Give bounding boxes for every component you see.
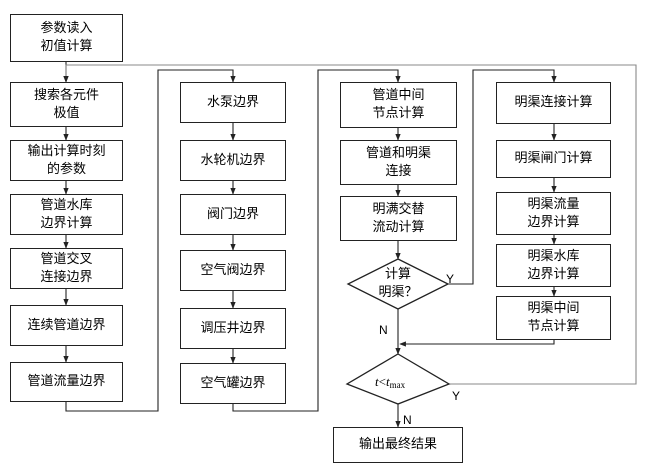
- box-pipe-reservoir: 管道水库边界计算: [10, 194, 123, 235]
- box-text-line: 明渠流量: [527, 196, 580, 212]
- connector-yes-col4: [448, 69, 557, 285]
- box-text-line: 的参数: [46, 161, 86, 177]
- box-text-line: 连接: [385, 163, 412, 179]
- box-text-line: 搜索各元件: [33, 87, 99, 103]
- box-text-line: 边界计算: [527, 266, 580, 282]
- less-than-symbol: <: [378, 374, 386, 389]
- label-no-open-channel: N: [379, 323, 388, 337]
- box-text-line: 空气阀边界: [200, 262, 266, 278]
- box-pump: 水泵边界: [180, 82, 286, 123]
- feedback-loop: [63, 64, 637, 385]
- box-series-pipe: 连续管道边界: [10, 305, 123, 346]
- label-yes-open-channel: Y: [446, 272, 455, 286]
- box-search-extremes: 搜索各元件极值: [10, 82, 123, 127]
- box-text-line: 明渠水库: [527, 248, 580, 264]
- box-text-line: 输出计算时刻: [27, 143, 106, 159]
- decision-text-line: 计算: [384, 267, 411, 282]
- box-text-line: 管道中间: [372, 88, 425, 103]
- box-channel-interior-node: 明渠中间节点计算: [496, 296, 611, 340]
- box-text-line: 流动计算: [372, 219, 425, 235]
- box-text-line: 输出最终结果: [358, 437, 437, 452]
- box-text-line: 边界计算: [40, 215, 93, 231]
- box-channel-flow: 明渠流量边界计算: [496, 192, 611, 235]
- box-text-line: 明满交替: [372, 201, 425, 217]
- box-text-line: 连接边界: [40, 269, 93, 285]
- box-text-line: 明渠连接计算: [514, 95, 593, 110]
- box-text-line: 极值: [53, 105, 80, 121]
- box-text-line: 水轮机边界: [200, 152, 266, 168]
- box-text-line: 初值计算: [40, 39, 93, 54]
- decision-time-text: t<tmax: [375, 374, 405, 390]
- box-text-line: 节点计算: [372, 106, 425, 121]
- box-pipe-interior-node: 管道中间节点计算: [340, 82, 457, 128]
- box-surge-tank: 调压井边界: [180, 308, 286, 349]
- box-text-line: 空气罐边界: [200, 375, 266, 391]
- connector-col4-merge: [399, 340, 555, 347]
- connector-col2-col3: [232, 69, 401, 412]
- box-end: 输出最终结果: [333, 427, 463, 463]
- tmax-subscript: max: [389, 380, 406, 390]
- box-channel-gate: 明渠闸门计算: [496, 140, 611, 178]
- box-mixed-flow: 明满交替流动计算: [340, 196, 457, 241]
- box-text-line: 调压井边界: [200, 320, 266, 336]
- box-text-line: 管道流量边界: [27, 374, 106, 389]
- box-turbine: 水轮机边界: [180, 140, 286, 181]
- label-no-time: N: [403, 413, 412, 427]
- decision-time: [345, 353, 451, 405]
- box-text-line: 阀门边界: [206, 206, 259, 222]
- box-text-line: 管道水库: [40, 197, 93, 213]
- tmax-symbol: t: [385, 374, 390, 389]
- box-pipe-flow: 管道流量边界: [10, 362, 123, 402]
- box-output-params: 输出计算时刻的参数: [10, 140, 123, 181]
- box-text-line: 节点计算: [527, 319, 580, 334]
- time-symbol: t: [375, 374, 379, 389]
- connector-col1-col2: [65, 69, 236, 412]
- box-pipe-channel-connection: 管道和明渠连接: [340, 140, 457, 185]
- box-text-line: 水泵边界: [206, 94, 259, 110]
- box-text-line: 明渠闸门计算: [514, 151, 593, 166]
- box-channel-reservoir: 明渠水库边界计算: [496, 244, 611, 287]
- box-start: 参数读入初值计算: [10, 14, 123, 62]
- box-text-line: 参数读入: [40, 21, 93, 36]
- label-yes-time: Y: [452, 389, 461, 403]
- decision-open-channel: [346, 258, 450, 310]
- box-text-line: 连续管道边界: [27, 317, 106, 333]
- box-text-line: 边界计算: [527, 214, 580, 230]
- decision-open-channel-text: 计算 明渠？: [358, 266, 438, 302]
- box-air-vessel: 空气罐边界: [180, 363, 286, 404]
- box-text-line: 明渠中间: [527, 301, 580, 316]
- box-valve: 阀门边界: [180, 194, 286, 235]
- box-pipe-junction: 管道交叉连接边界: [10, 248, 123, 289]
- decision-text-line: 明渠？: [378, 285, 418, 300]
- box-air-valve: 空气阀边界: [180, 250, 286, 291]
- box-text-line: 管道和明渠: [365, 145, 431, 161]
- box-channel-connection: 明渠连接计算: [496, 82, 611, 124]
- box-text-line: 管道交叉: [40, 251, 93, 267]
